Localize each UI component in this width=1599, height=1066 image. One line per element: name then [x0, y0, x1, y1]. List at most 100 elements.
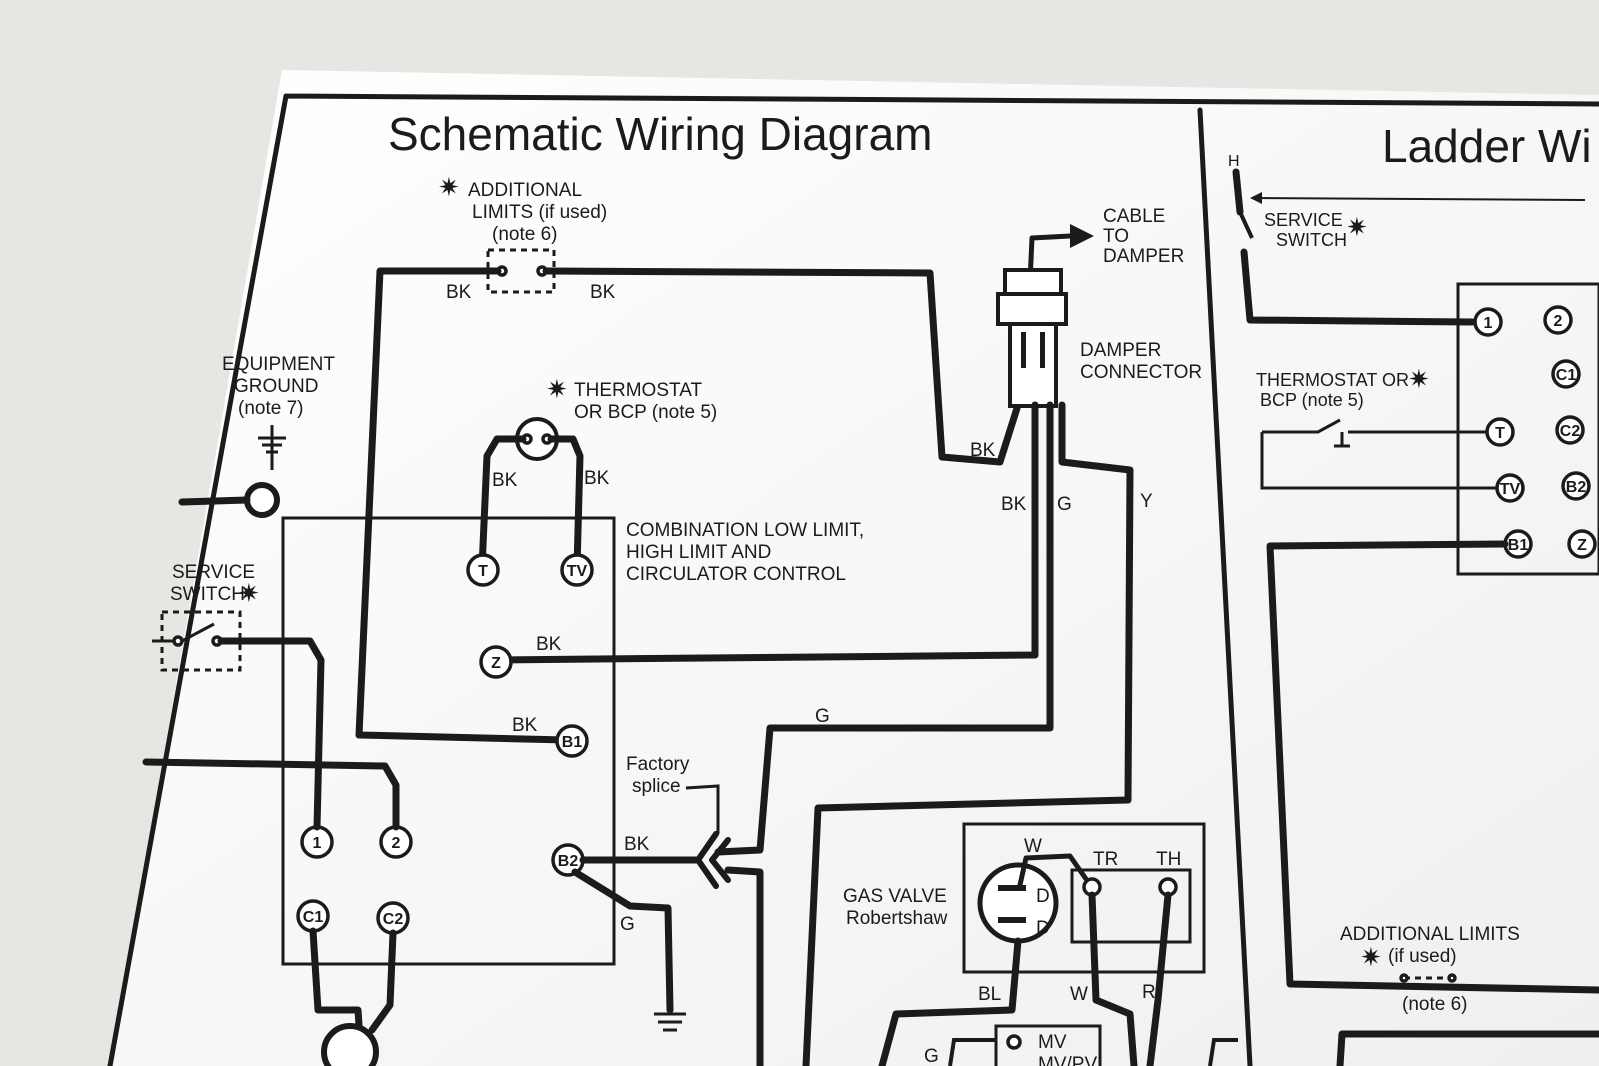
ladder-additional-limits-line3: (note 6) [1402, 994, 1467, 1015]
thermostat-star: ✷ [546, 375, 568, 405]
ladder-title: Ladder Wi [1382, 120, 1592, 172]
ladder-terminal-b1-label: B1 [1508, 537, 1529, 554]
wire-bk-top-loop [355, 267, 570, 744]
wire-g-splice-down [724, 866, 764, 1066]
wire-label-bk-top-left: BK [446, 282, 472, 303]
wire-r-valve [1146, 891, 1172, 1066]
gas-valve-d-pin-1 [998, 885, 1026, 891]
ladder-service-switch-line1: SERVICE [1264, 210, 1343, 230]
ladder-terminal-t-label: T [1495, 425, 1505, 442]
ladder-thermostat-switch [1262, 418, 1488, 448]
service-switch-contact-left [172, 635, 184, 647]
wire-hot-to-2 [142, 758, 400, 831]
ladder-arrow-line [1251, 197, 1586, 201]
factory-splice-line1: Factory [626, 754, 690, 775]
wire-label-w-valve: W [1070, 984, 1088, 1005]
additional-limits-star: ✷ [438, 173, 460, 203]
cable-to-damper-line2: TO [1103, 226, 1129, 247]
ladder-service-switch-blade [1238, 211, 1254, 239]
ladder-service-switch-line2: SWITCH [1276, 230, 1347, 250]
damper-connector-cap [1003, 268, 1063, 296]
factory-splice-leader [685, 784, 720, 834]
control-line1: COMBINATION LOW LIMIT, [626, 520, 864, 541]
wire-label-bk-b1: BK [512, 715, 538, 736]
ladder-thermostat-line2: BCP (note 5) [1260, 390, 1364, 410]
equipment-ground-line1: EQUIPMENT [222, 354, 335, 375]
ladder-thermostat-star: ✷ [1408, 365, 1430, 395]
ladder-additional-limits-line2: (if used) [1388, 946, 1457, 967]
cable-to-damper-arrow-line [1027, 233, 1073, 285]
equipment-ground-symbol [258, 425, 286, 470]
paper-sheet [110, 70, 1599, 1066]
ladder-thermostat-wire-tv [1260, 432, 1497, 490]
ladder-additional-limits-contact-right [1447, 973, 1457, 983]
ladder-terminal-tv-label: TV [1500, 481, 1521, 498]
wire-label-bk-b2: BK [624, 834, 650, 855]
equipment-ground-lug [244, 482, 280, 518]
wire-g-b2-ground [571, 868, 674, 1014]
wire-c2-down [368, 929, 397, 1034]
ladder-service-switch-star: ✷ [1346, 213, 1368, 243]
wire-label-bl: BL [978, 984, 1001, 1005]
factory-splice-line2: splice [632, 776, 681, 797]
terminal-t-label: T [478, 563, 488, 580]
control-box [281, 516, 616, 966]
wire-w-valve [1088, 891, 1138, 1066]
ladder-terminal-b2 [1561, 471, 1591, 501]
gas-valve-mv-block [994, 1024, 1102, 1066]
ladder-thermostat-line1: THERMOSTAT OR [1256, 370, 1409, 390]
terminal-2-label: 2 [392, 835, 401, 852]
wire-service-switch-to-1 [217, 637, 325, 831]
ladder-bottom-rail [1336, 1030, 1599, 1066]
wire-label-bk-damper: BK [970, 440, 996, 461]
terminal-b1 [555, 724, 589, 758]
wire-bl [878, 937, 1022, 1066]
terminal-t [466, 553, 500, 587]
ladder-terminal-1 [1473, 307, 1503, 337]
wire-label-r-valve: R [1142, 982, 1156, 1003]
wire-label-bk-thermo-right: BK [584, 468, 610, 489]
ladder-terminal-z-label: Z [1577, 537, 1587, 554]
wire-bk-thermostat-t [478, 435, 527, 572]
wire-label-g-center: G [1057, 494, 1072, 515]
damper-connector-pin-right [1040, 332, 1045, 368]
terminal-c2-label: C2 [383, 911, 404, 928]
ladder-terminal-c2-label: C2 [1560, 423, 1581, 440]
damper-connector-housing [1008, 322, 1058, 408]
control-line2: HIGH LIMIT AND [626, 542, 771, 563]
wire-label-y-center: Y [1140, 491, 1153, 512]
ladder-terminal-c1-label: C1 [1556, 367, 1577, 384]
panel-divider [1197, 107, 1253, 1066]
ground-symbol-lower [654, 1012, 686, 1032]
terminal-tv-label: TV [567, 563, 588, 580]
schematic-panel-border [107, 93, 1599, 1066]
cable-to-damper-arrowhead [1070, 224, 1094, 248]
gas-valve-mvpv-label: MV/PV [1038, 1054, 1097, 1066]
equipment-ground-line2: GROUND [234, 376, 318, 397]
wire-bk-top-right [542, 267, 1022, 466]
gas-valve-tr-label: TR [1093, 849, 1118, 870]
ladder-additional-limits-line1: ADDITIONAL LIMITS [1340, 924, 1520, 945]
gas-valve-box [962, 822, 1206, 974]
gas-valve-mv-terminal [1006, 1034, 1022, 1050]
ladder-terminal-2-label: 2 [1554, 313, 1563, 330]
gas-valve-line2: Robertshaw [846, 908, 948, 929]
damper-connector-pin-left [1021, 332, 1026, 368]
gas-valve-tr-th-block [1070, 868, 1192, 944]
gas-valve-w-label: W [1024, 836, 1042, 857]
damper-connector-line1: DAMPER [1080, 340, 1161, 361]
additional-limits-box [486, 248, 556, 294]
circulator-terminal [321, 1023, 379, 1066]
ladder-terminal-1-label: 1 [1484, 315, 1493, 332]
terminal-b2-label: B2 [558, 853, 579, 870]
ladder-terminal-c2 [1555, 415, 1585, 445]
terminal-z [479, 645, 513, 679]
thermostat-line1: THERMOSTAT [574, 380, 702, 401]
additional-limits-line3: (note 6) [492, 224, 557, 245]
wire-bk-to-z [486, 401, 1039, 664]
cable-to-damper-line3: DAMPER [1103, 246, 1184, 267]
service-switch-line2: SWITCH [170, 584, 245, 605]
wire-equipment-ground [178, 496, 251, 506]
ladder-terminal-2 [1543, 305, 1573, 335]
